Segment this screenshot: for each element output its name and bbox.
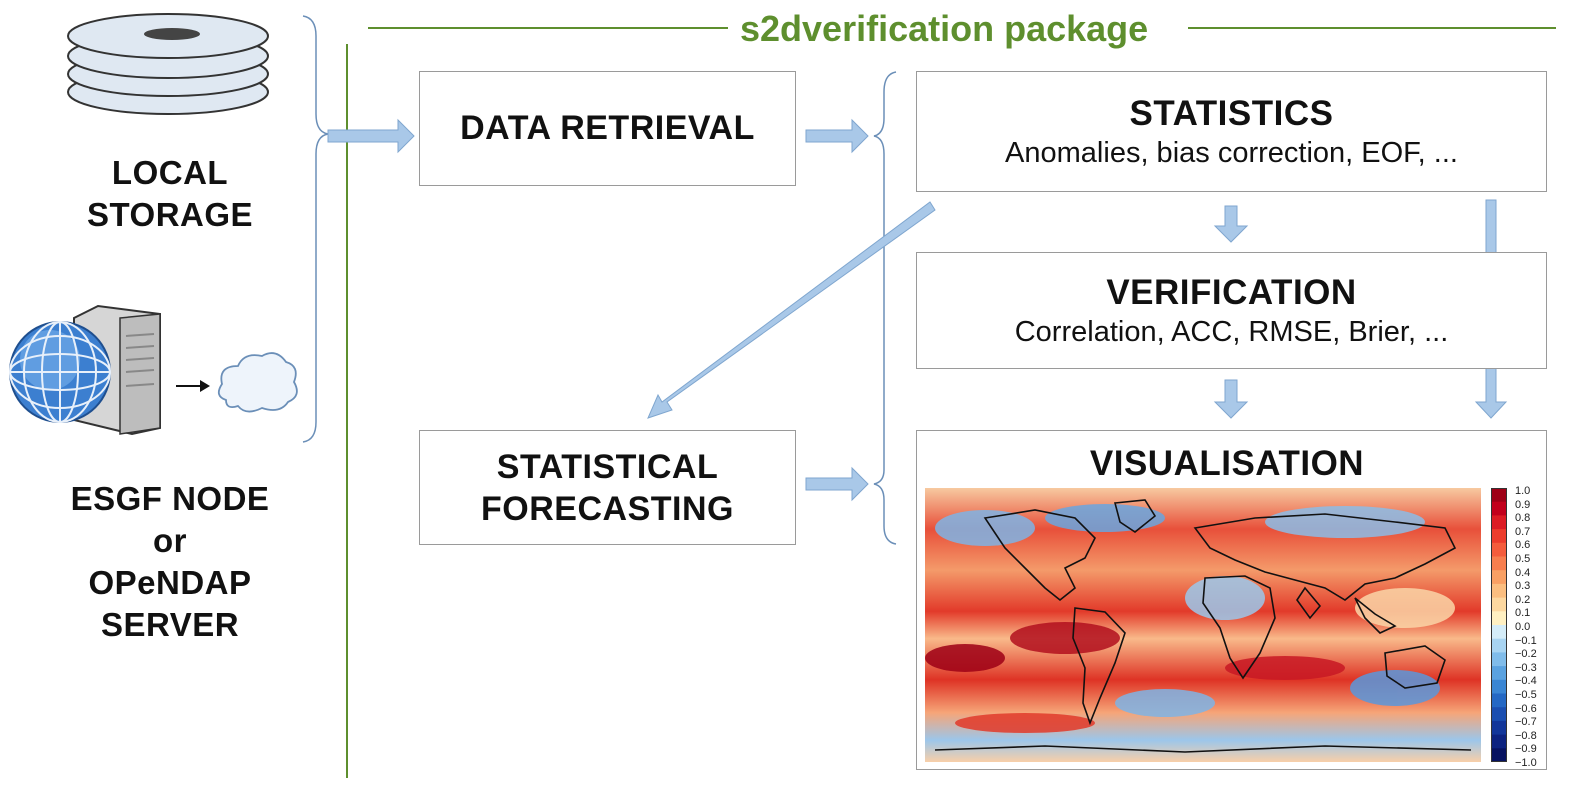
colorbar-tick-label: −0.5 xyxy=(1515,688,1537,701)
visualisation-box: VISUALISATION xyxy=(916,430,1547,770)
remote-server-line1: ESGF NODE xyxy=(70,480,270,517)
colorbar-swatch xyxy=(1491,611,1507,626)
colorbar-tick-label: 0.5 xyxy=(1515,552,1531,565)
data-retrieval-title: DATA RETRIEVAL xyxy=(460,109,755,147)
colorbar-swatch xyxy=(1491,720,1507,736)
colorbar-tick-label: −1.0 xyxy=(1515,756,1537,769)
colorbar-tick-label: 0.3 xyxy=(1515,580,1531,593)
colorbar-swatch xyxy=(1491,583,1507,599)
map-patches xyxy=(925,504,1455,733)
colorbar-tick-label: 0.9 xyxy=(1515,498,1531,511)
local-storage-label: LOCAL STORAGE xyxy=(40,152,300,236)
arrow-to-data-retrieval xyxy=(327,118,415,154)
local-storage-line2: STORAGE xyxy=(86,196,254,233)
remote-server-line4: SERVER xyxy=(100,606,240,643)
verification-subtitle: Correlation, ACC, RMSE, Brier, ... xyxy=(1014,315,1449,348)
colorbar-tick-label: −0.3 xyxy=(1515,661,1537,674)
colorbar-swatch xyxy=(1491,638,1507,653)
verification-box: VERIFICATION Correlation, ACC, RMSE, Bri… xyxy=(916,252,1547,369)
colorbar-swatch xyxy=(1491,542,1507,557)
colorbar-border xyxy=(1491,488,1507,762)
colorbar-tick-label: 0.4 xyxy=(1515,566,1531,579)
visualisation-title: VISUALISATION xyxy=(1089,444,1365,483)
statistics-box: STATISTICS Anomalies, bias correction, E… xyxy=(916,71,1547,192)
remote-server-line2: or xyxy=(153,522,187,559)
cloud-icon xyxy=(217,352,298,413)
arrow-statistics-to-verification xyxy=(1213,205,1249,243)
verification-title: VERIFICATION xyxy=(1106,272,1357,312)
colorbar-swatch xyxy=(1491,666,1507,681)
data-retrieval-box: DATA RETRIEVAL xyxy=(419,71,796,186)
colorbar-tick-label: −0.8 xyxy=(1515,729,1537,742)
colorbar-tick-label: 1.0 xyxy=(1515,485,1531,497)
arrow-verification-to-visualisation xyxy=(1213,379,1249,419)
colorbar-tick-label: −0.1 xyxy=(1515,634,1537,647)
storage-disks-icon xyxy=(67,13,269,115)
colorbar-swatch xyxy=(1491,570,1507,585)
colorbar-tick-label: 0.7 xyxy=(1515,525,1531,538)
arrow-forecasting-to-outputs xyxy=(805,466,869,502)
colorbar-swatch xyxy=(1491,515,1507,530)
colorbar-tick-label: −0.9 xyxy=(1515,743,1537,756)
colorbar-tick-label: 0.8 xyxy=(1515,512,1531,525)
colorbar xyxy=(1491,488,1507,762)
colorbar-swatch xyxy=(1491,734,1507,749)
map-coastlines xyxy=(934,499,1472,753)
sources-brace xyxy=(302,15,329,443)
colorbar-tick-label: 0.2 xyxy=(1515,593,1531,606)
colorbar-swatch xyxy=(1491,488,1507,503)
statistics-title: STATISTICS xyxy=(1129,93,1334,133)
colorbar-tick-label: 0.0 xyxy=(1515,620,1531,633)
colorbar-swatch xyxy=(1491,693,1507,708)
colorbar-swatch xyxy=(1491,597,1507,612)
colorbar-tick-label: −0.2 xyxy=(1515,648,1537,661)
colorbar-swatch xyxy=(1491,652,1507,667)
globe-icon xyxy=(9,321,111,423)
remote-server-line3: OPeNDAP xyxy=(88,564,252,601)
local-storage-line1: LOCAL xyxy=(111,154,229,191)
colorbar-tick-label: 0.6 xyxy=(1515,539,1531,552)
colorbar-tick-label: −0.4 xyxy=(1515,675,1537,688)
statistics-subtitle: Anomalies, bias correction, EOF, ... xyxy=(1005,136,1458,169)
colorbar-swatch xyxy=(1491,748,1507,762)
colorbar-swatch xyxy=(1491,679,1507,694)
statistical-forecasting-line2: FORECASTING xyxy=(481,489,734,528)
colorbar-tick-label: −0.7 xyxy=(1515,716,1537,729)
colorbar-swatch xyxy=(1491,529,1507,544)
server-to-cloud-arrow xyxy=(176,380,210,392)
colorbar-swatch xyxy=(1491,625,1507,640)
package-title: s2dverification package xyxy=(728,8,1161,50)
colorbar-swatch xyxy=(1491,501,1507,516)
arrow-statistics-to-forecasting xyxy=(647,201,936,419)
statistical-forecasting-line1: STATISTICAL xyxy=(496,447,719,486)
statistical-forecasting-box: STATISTICAL FORECASTING xyxy=(419,430,796,545)
arrow-retrieval-to-outputs xyxy=(805,118,869,154)
correlation-map xyxy=(925,488,1481,762)
outputs-brace xyxy=(873,71,897,545)
colorbar-swatch xyxy=(1491,556,1507,571)
colorbar-swatch xyxy=(1491,707,1507,722)
colorbar-tick-label: 0.1 xyxy=(1515,607,1531,620)
colorbar-tick-label: −0.6 xyxy=(1515,702,1537,715)
remote-server-label: ESGF NODE or OPeNDAP SERVER xyxy=(30,478,310,646)
